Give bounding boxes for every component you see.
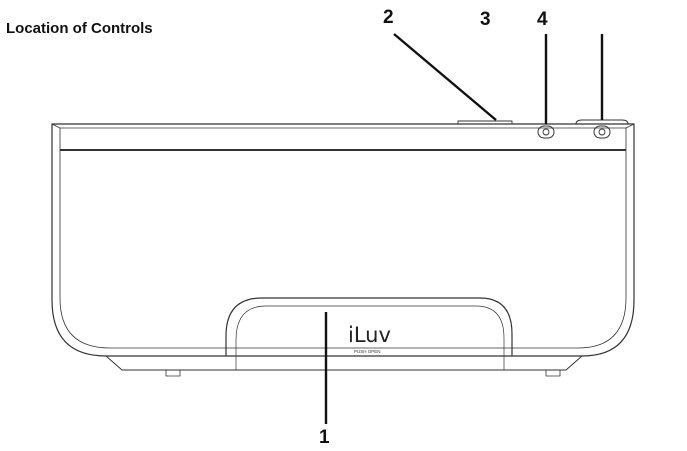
tray-label: PUSH OPEN (354, 349, 381, 354)
callout-3: 3 (480, 9, 491, 30)
control-4-button (537, 125, 555, 139)
callout-1: 1 (319, 427, 330, 448)
device-foot-right (545, 369, 561, 377)
top-button-strip (457, 120, 513, 124)
leader-line-2 (393, 33, 497, 121)
diagram-title: Location of Controls (6, 20, 153, 37)
callout-2: 2 (383, 7, 394, 28)
brand-logo: iLuv (348, 323, 391, 347)
device-foot-left (165, 369, 181, 377)
callout-4: 4 (537, 9, 548, 30)
control-knob-button (593, 125, 611, 139)
device-body-inner-edge (59, 127, 627, 349)
dock-tray (225, 297, 513, 356)
device-body-outline (51, 123, 635, 357)
device-base (105, 355, 583, 371)
